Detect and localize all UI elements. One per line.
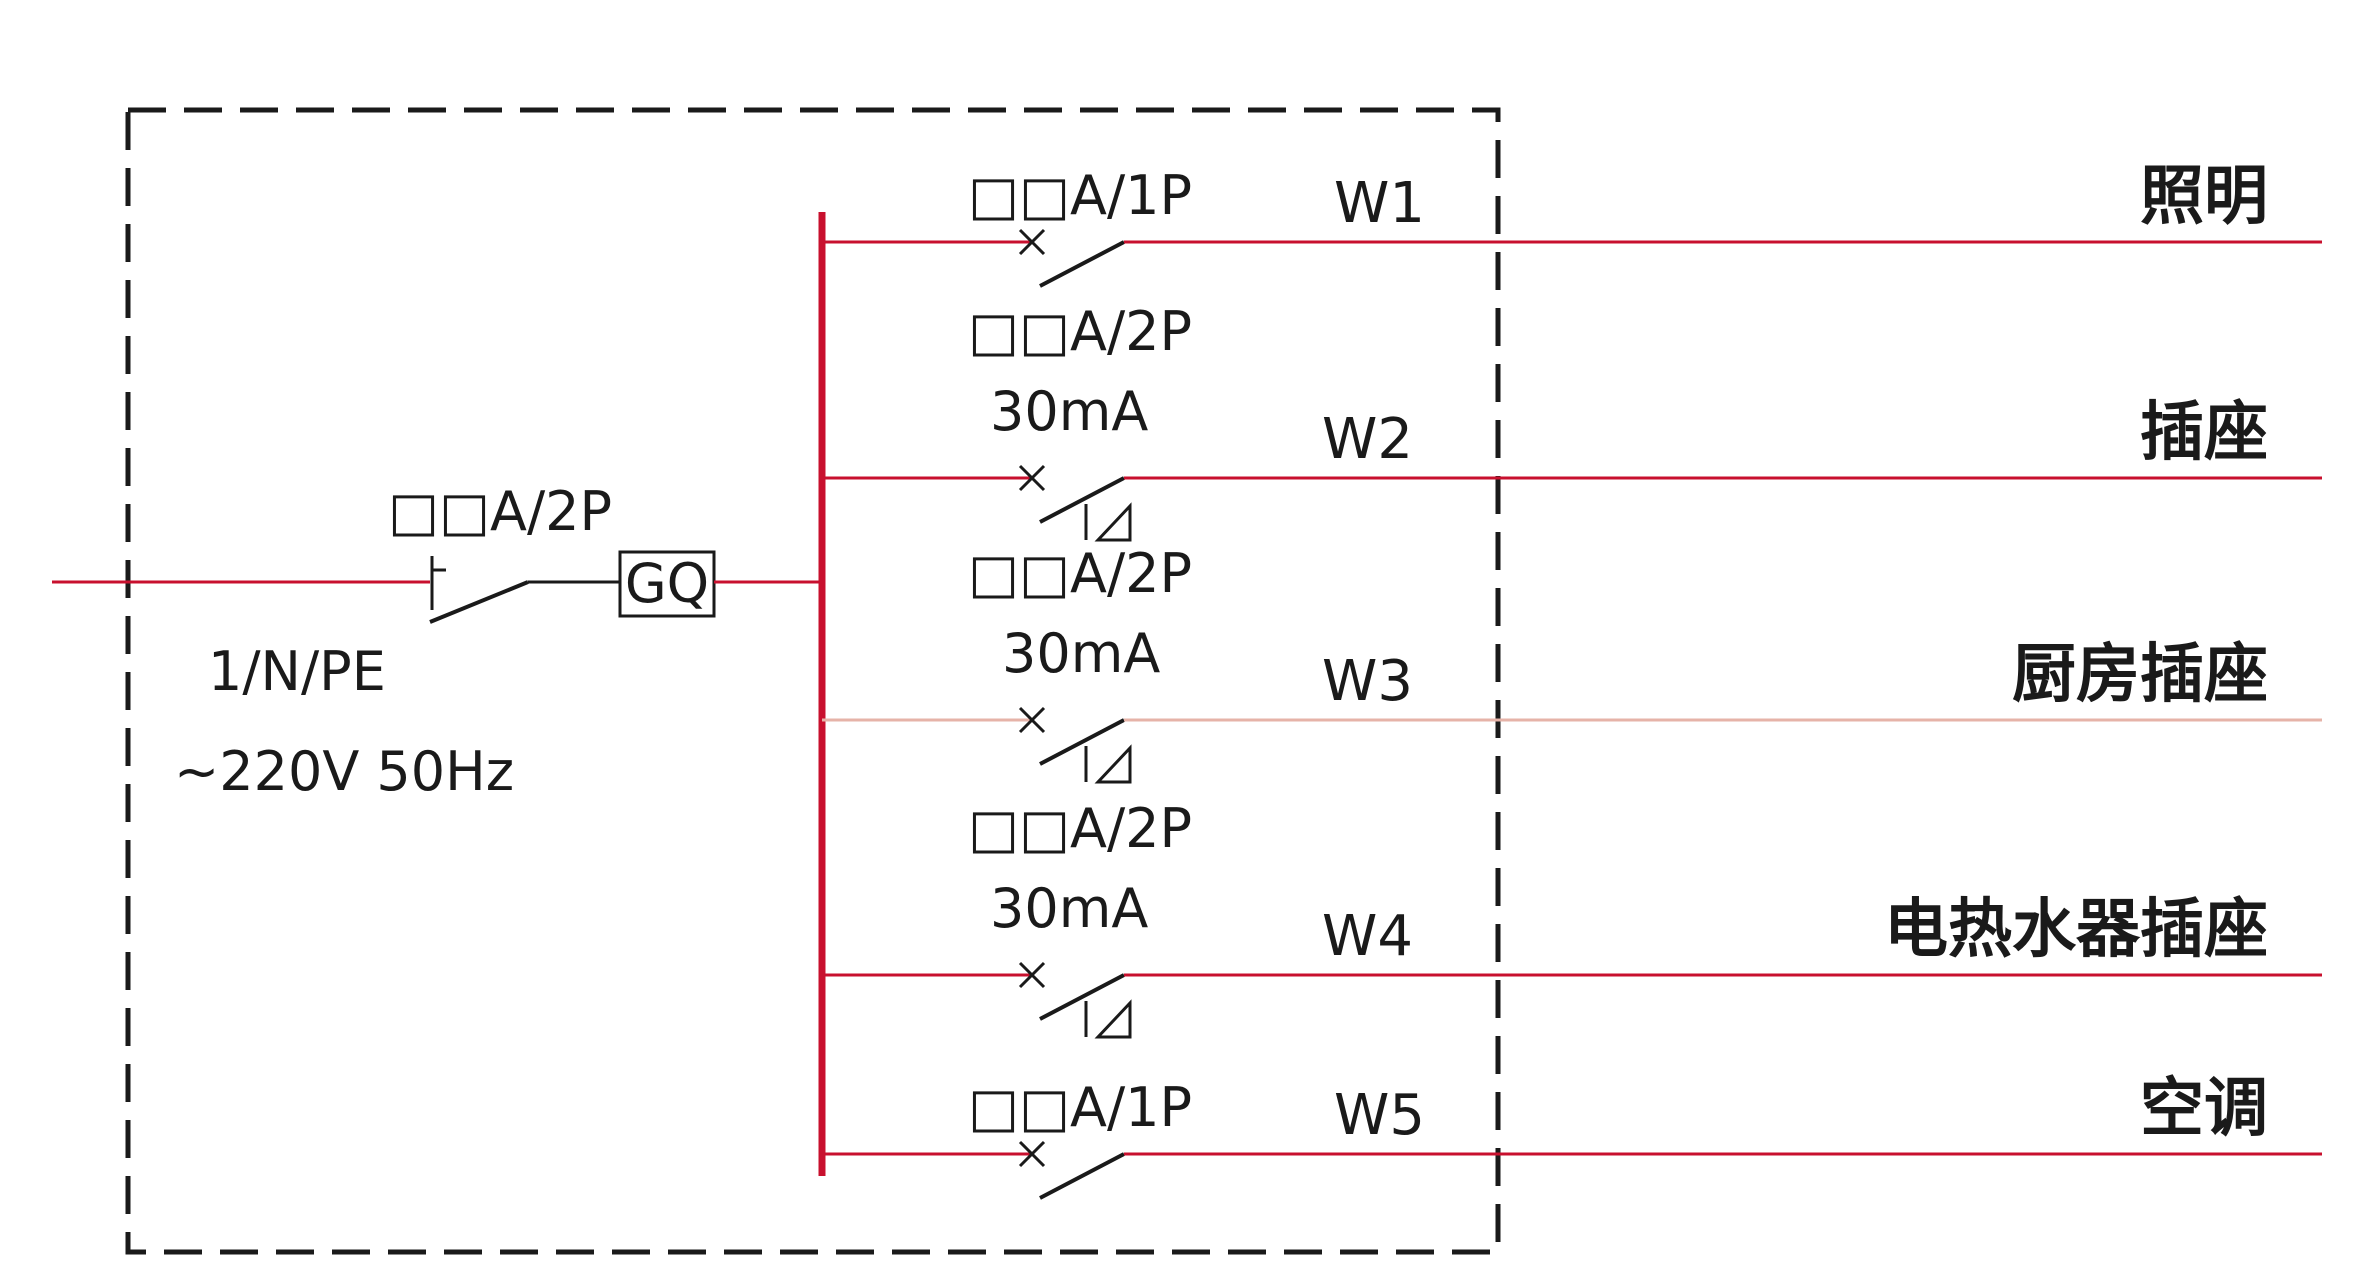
load-name-label: 照明: [2140, 160, 2268, 234]
rcd-rating-label: 30mA: [990, 380, 1148, 443]
wire-number-label: W5: [1334, 1083, 1425, 1148]
breaker-contact: [1039, 718, 1125, 766]
rcd-triangle: [1094, 502, 1132, 542]
rcd-rating-label: 30mA: [1002, 622, 1160, 685]
supply-label: ~220V 50Hz: [174, 740, 514, 803]
breaker-rating-label: □□A/2P: [968, 300, 1192, 363]
breaker-x-mark: [1018, 706, 1046, 734]
main-breaker-symbol: [429, 580, 529, 624]
breaker-x-mark: [1018, 228, 1046, 256]
circuits-layer: □□A/1P W1 照明 □□A/2P 30mA W2 插座 □□A/2P 30mA W3 厨房插座…: [822, 160, 2322, 1200]
breaker-x-mark: [1018, 464, 1046, 492]
wire-number-label: W1: [1334, 171, 1425, 236]
breaker-x-mark: [1018, 961, 1046, 989]
breaker-rating-label: □□A/1P: [968, 164, 1192, 227]
breaker-rating-label: □□A/2P: [968, 797, 1192, 860]
load-name-label: 厨房插座: [2012, 638, 2268, 712]
gq-box: [618, 550, 716, 618]
main-breaker-label: □□A/2P: [388, 480, 612, 543]
rcd-triangle: [1094, 999, 1132, 1039]
breaker-contact: [1039, 1152, 1125, 1200]
load-name-label: 插座: [2140, 396, 2268, 470]
system-label: 1/N/PE: [208, 640, 386, 703]
rcd-rating-label: 30mA: [990, 877, 1148, 940]
breaker-x-mark: [1018, 1140, 1046, 1168]
wire-number-label: W2: [1322, 407, 1413, 472]
breaker-rating-label: □□A/1P: [968, 1076, 1192, 1139]
breaker-rating-label: □□A/2P: [968, 542, 1192, 605]
load-name-label: 电热水器插座: [1884, 893, 2268, 967]
breaker-contact: [1039, 240, 1125, 288]
panel-enclosure: [125, 107, 1501, 1255]
breaker-contact: [1039, 476, 1125, 524]
gq-label: GQ: [625, 552, 709, 615]
load-name-label: 空调: [2140, 1072, 2268, 1146]
breaker-contact: [1039, 973, 1125, 1021]
wire-number-label: W4: [1322, 904, 1413, 969]
rcd-triangle: [1094, 744, 1132, 784]
wire-number-label: W3: [1322, 649, 1413, 714]
